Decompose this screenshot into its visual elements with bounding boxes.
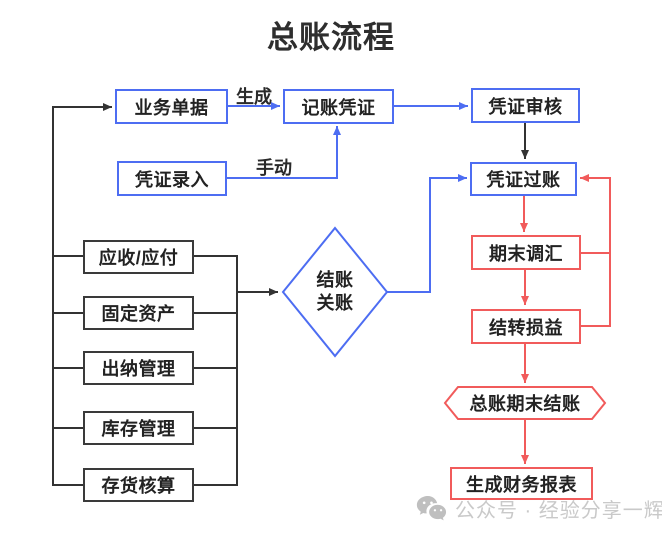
watermark-text: 公众号 · 经验分享一辉 bbox=[455, 500, 662, 522]
node-module-ar-ap: 应收/应付 bbox=[83, 240, 194, 274]
node-label: 凭证审核 bbox=[488, 96, 563, 117]
watermark: 公众号 · 经验分享一辉 bbox=[416, 494, 662, 523]
page-title: 总账流程 bbox=[267, 20, 395, 55]
node-label: 固定资产 bbox=[101, 304, 176, 324]
node-label: 出纳管理 bbox=[101, 359, 176, 379]
period-close-hexagon bbox=[443, 386, 607, 420]
right-bus-stubs bbox=[193, 255, 238, 486]
left-bus-stubs bbox=[52, 255, 84, 486]
node-module-inventory-mgmt: 库存管理 bbox=[83, 411, 194, 445]
decision-label: 结账 关账 bbox=[316, 270, 354, 313]
decision-diamond bbox=[281, 226, 389, 358]
node-label: 期末调汇 bbox=[489, 243, 563, 264]
edge-label-manual: 手动 bbox=[256, 158, 292, 178]
node-voucher-posting: 凭证过账 bbox=[470, 162, 577, 196]
edge-decision-to-posting bbox=[386, 174, 467, 293]
node-label: 存货核算 bbox=[101, 476, 176, 496]
node-label: 凭证过账 bbox=[486, 170, 561, 190]
node-period-end-fx: 期末调汇 bbox=[471, 235, 581, 270]
node-module-fixed-assets: 固定资产 bbox=[83, 296, 194, 330]
edge-feedback-to-posting bbox=[580, 174, 611, 327]
node-module-stock-accounting: 存货核算 bbox=[83, 468, 194, 502]
node-generate-reports: 生成财务报表 bbox=[450, 467, 593, 500]
node-carryover-profit-loss: 结转损益 bbox=[471, 309, 581, 344]
node-label: 生成财务报表 bbox=[466, 474, 577, 495]
node-label: 库存管理 bbox=[101, 419, 176, 439]
period-close-label: 总账期末结账 bbox=[469, 394, 581, 414]
node-voucher-entry: 凭证录入 bbox=[117, 161, 227, 196]
wechat-icon bbox=[416, 496, 447, 521]
feedback-stubs bbox=[580, 252, 611, 327]
node-label: 记账凭证 bbox=[301, 97, 376, 118]
node-journal-voucher: 记账凭证 bbox=[283, 89, 394, 124]
node-business-doc: 业务单据 bbox=[115, 89, 228, 124]
node-label: 凭证录入 bbox=[135, 169, 209, 190]
node-module-cashier: 出纳管理 bbox=[83, 351, 194, 385]
edge-label-generate: 生成 bbox=[236, 87, 272, 107]
node-label: 业务单据 bbox=[134, 97, 209, 118]
edge-entry-to-journal bbox=[226, 126, 341, 179]
node-voucher-audit: 凭证审核 bbox=[471, 88, 580, 123]
node-label: 应收/应付 bbox=[98, 248, 179, 268]
node-label: 结转损益 bbox=[489, 317, 563, 338]
